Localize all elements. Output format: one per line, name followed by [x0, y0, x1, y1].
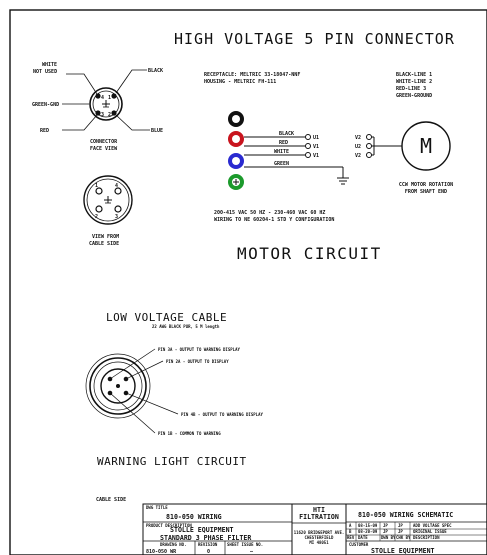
firm-name-1: HTI: [313, 506, 325, 514]
company-name: STOLLE EQUIPMENT: [170, 526, 234, 534]
cable-pin-4: 4: [115, 183, 118, 189]
svg-text:A: A: [349, 523, 352, 528]
label-green-gnd: GREEN-GND: [32, 102, 59, 108]
connector-title: HIGH VOLTAGE 5 PIN CONNECTOR: [174, 30, 455, 48]
motor-letter: M: [420, 134, 432, 158]
svg-text:CHK BY: CHK BY: [396, 535, 411, 540]
housing-spec: HOUSING - MELTRIC FH-111: [204, 79, 276, 85]
face-pin-1: 1: [108, 95, 111, 101]
revision-table: A 08-15-09 JP JP ADD VOLTAGE SPEC B 08-2…: [347, 523, 452, 540]
label-red: RED: [40, 128, 49, 134]
svg-text:08-20-09: 08-20-09: [358, 529, 378, 534]
face-view-label-2: FACE VIEW: [90, 146, 118, 152]
face-pin-3: 3: [101, 112, 104, 118]
svg-text:B: B: [349, 529, 352, 534]
cable-view-label-2: CABLE SIDE: [89, 241, 119, 247]
svg-text:JP: JP: [398, 529, 403, 534]
face-view-label-1: CONNECTOR: [90, 139, 118, 145]
terminal-label-u1: U1: [313, 135, 319, 141]
rotation-label-2: FROM SHAFT END: [405, 189, 447, 195]
wire-label-black: BLACK: [279, 131, 294, 137]
title-block: [142, 503, 487, 555]
svg-text:JP: JP: [398, 523, 403, 528]
wire-label-green: GREEN: [274, 161, 289, 167]
label-not-used: NOT USED: [33, 69, 57, 75]
dwg-title: 810-050 WIRING: [166, 513, 222, 521]
wiring-standard: WIRING TO NE 60204-1 STD Y CONFIGURATION: [214, 217, 334, 223]
legend-line-3: RED-LINE 3: [396, 86, 426, 92]
terminal-label-v1b: V1: [313, 153, 319, 159]
terminal-red: [228, 131, 244, 147]
svg-text:REV: REV: [347, 535, 355, 540]
terminal-label-v1: V1: [313, 144, 319, 150]
terminal-blue: [228, 153, 244, 169]
connector-face-view: 4 1 3 2: [62, 69, 150, 131]
schematic-title: 810-050 WIRING SCHEMATIC: [358, 511, 453, 519]
cable-pin-3: 3: [115, 214, 118, 220]
drawing-no: 810-050 WR: [146, 549, 177, 555]
wire-label-white: WHITE: [274, 149, 289, 155]
pin-label-1: PIN 3A - OUTPUT TO WARNING DISPLAY: [158, 347, 240, 352]
label-blue: BLUE: [151, 128, 163, 134]
face-pin-2: 2: [108, 112, 111, 118]
svg-text:JP: JP: [383, 523, 388, 528]
cable-pin-1: 1: [95, 183, 98, 189]
rotation-label-1: CCW MOTOR ROTATION: [399, 182, 453, 188]
warning-circuit-title: WARNING LIGHT CIRCUIT: [97, 455, 247, 468]
svg-text:08-15-09: 08-15-09: [358, 523, 378, 528]
svg-text:ORIGINAL ISSUE: ORIGINAL ISSUE: [413, 529, 447, 534]
svg-text:DWN BY: DWN BY: [381, 535, 396, 540]
label-white: WHITE: [42, 62, 57, 68]
address-2: CHESTERFIELD: [305, 535, 334, 540]
terminal-green: [228, 174, 244, 190]
cable-pin-2: 2: [95, 214, 98, 220]
drawing-no-label: DRAWING NO.: [160, 542, 187, 547]
cable-view-label-1: VIEW FROM: [92, 234, 119, 240]
dwg-title-label: DWG TITLE: [146, 505, 168, 510]
svg-text:DATE: DATE: [358, 535, 368, 540]
firm-name-2: FILTRATION: [299, 513, 339, 521]
product-name: STANDARD 3 PHASE FILTER: [160, 534, 251, 542]
low-voltage-title: LOW VOLTAGE CABLE: [106, 311, 227, 324]
face-pin-4: 4: [101, 95, 104, 101]
customer-label: CUSTOMER: [349, 542, 369, 547]
sheet-value: —: [250, 549, 254, 555]
low-voltage-subtitle: 22 AWG BLACK PUR, 5 M length: [152, 324, 220, 329]
motor-circuit-title: MOTOR CIRCUIT: [237, 244, 382, 263]
terminal-black: [228, 111, 244, 127]
svg-text:ADD VOLTAGE SPEC: ADD VOLTAGE SPEC: [413, 523, 452, 528]
sheet-border: [9, 9, 487, 555]
terminal-label-v2b: V2: [355, 153, 361, 159]
svg-text:JP: JP: [383, 529, 388, 534]
motor-symbol: [401, 121, 451, 171]
svg-text:DESCRIPTION: DESCRIPTION: [413, 535, 440, 540]
motor-wiring: [244, 134, 402, 185]
wire-label-red: RED: [279, 140, 288, 146]
terminal-label-u2: U2: [355, 144, 361, 150]
voltage-spec: 200-415 VAC 50 HZ - 230-460 VAC 60 HZ: [214, 210, 325, 216]
connector-cable-view: 1 4 2 3: [83, 175, 133, 225]
terminal-label-v2: V2: [355, 135, 361, 141]
legend-line-4: GREEN-GROUND: [396, 93, 432, 99]
warning-light-connector: [85, 348, 179, 434]
pin-label-4: PIN 1B - COMMON TO WARNING: [158, 431, 221, 436]
revision-value: 0: [207, 549, 210, 555]
legend-line-2: WHITE-LINE 2: [396, 79, 432, 85]
receptacle-spec: RECEPTACLE: MELTRIC 33-18047-NNF: [204, 72, 300, 78]
sheet-label: SHEET ISSUE NO.: [227, 542, 263, 547]
revision-label: REVISION: [198, 542, 218, 547]
legend-line-1: BLACK-LINE 1: [396, 72, 432, 78]
address-1: 11620 BRIDGEPORT AVE.: [294, 530, 345, 535]
address-3: MI 48051: [309, 540, 329, 545]
label-black: BLACK: [148, 68, 163, 74]
product-desc-label: PRODUCT DESCRIPTION: [146, 523, 192, 528]
pin-label-3: PIN 4B - OUTPUT TO WARNING DISPLAY: [181, 412, 263, 417]
cable-side-label: CABLE SIDE: [96, 497, 126, 503]
pin-label-2: PIN 2A - OUTPUT TO DISPLAY: [166, 359, 229, 364]
customer-name: STOLLE EQUIPMENT: [371, 547, 435, 555]
